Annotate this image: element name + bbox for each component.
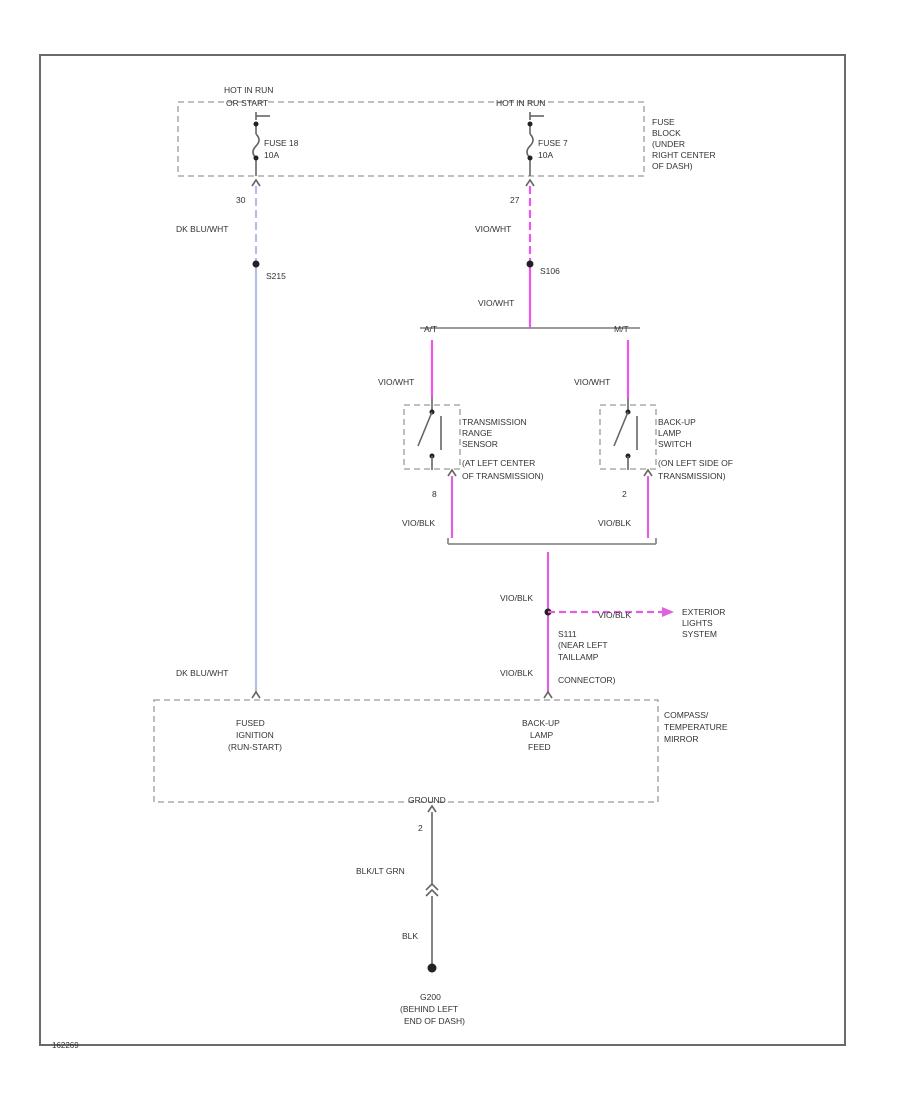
module-input-left-line: FUSED	[236, 718, 265, 728]
fuse-7-connector	[525, 178, 535, 187]
sensor-label-line: RANGE	[462, 428, 493, 438]
transmission-range-sensor-label: TRANSMISSION RANGE SENSOR (AT LEFT CENTE…	[462, 417, 544, 481]
branch-at-label: A/T	[424, 324, 437, 334]
sensor-pin-label: 8	[432, 489, 437, 499]
fuse-block-location: FUSE BLOCK (UNDER RIGHT CENTER OF DASH)	[652, 117, 716, 171]
diagram-frame	[39, 54, 846, 1046]
ground-point-label: G200 (BEHIND LEFT END OF DASH)	[400, 992, 465, 1026]
module-name-line: TEMPERATURE	[664, 722, 728, 732]
backup-lamp-switch	[599, 398, 657, 470]
lower-wire-top-color: VIO/BLK	[500, 593, 533, 603]
module-name-line: MIRROR	[664, 734, 698, 744]
splice-s106-dot	[526, 260, 534, 268]
splice-s111-label: S111 (NEAR LEFT TAILLAMP CONNECTOR)	[558, 629, 616, 685]
module-right-connector	[543, 690, 553, 699]
splice-s215-label: S215	[266, 271, 286, 281]
module-input-left-label: FUSED IGNITION (RUN-START)	[228, 718, 282, 752]
ground-wire-top-color: BLK/LT GRN	[356, 866, 405, 876]
fuse-18-connector	[251, 178, 261, 187]
module-input-right-line: LAMP	[530, 730, 553, 740]
module-name-label: COMPASS/ TEMPERATURE MIRROR	[664, 710, 728, 744]
fuse-block-location-line: RIGHT CENTER	[652, 150, 716, 160]
switch-label-line: LAMP	[658, 428, 681, 438]
exterior-lights-arrowhead	[662, 607, 674, 617]
sensor-out-wire-color: VIO/BLK	[402, 518, 435, 528]
fuse-block-location-line: FUSE	[652, 117, 675, 127]
backup-lamp-switch-label: BACK-UP LAMP SWITCH (ON LEFT SIDE OF TRA…	[658, 417, 733, 481]
switch-label-line: TRANSMISSION)	[658, 471, 726, 481]
s111-label-line: S111	[558, 629, 577, 639]
s111-label-line: CONNECTOR)	[558, 675, 616, 685]
ground-point-line: END OF DASH)	[404, 1016, 465, 1026]
sensor-pin-connector	[447, 468, 457, 477]
ground-point-line: G200	[420, 992, 441, 1002]
switch-label-line: SWITCH	[658, 439, 692, 449]
exterior-lights-destination: EXTERIOR LIGHTS SYSTEM	[682, 607, 725, 639]
switch-label-line: BACK-UP	[658, 417, 696, 427]
compass-mirror-module	[153, 699, 659, 803]
switch-pin-connector	[643, 468, 653, 477]
fuse-18-symbol	[252, 121, 260, 176]
diagram-id: 162269	[52, 1041, 79, 1050]
fuse-block-outline	[177, 101, 645, 177]
branch-mt-label: M/T	[614, 324, 629, 334]
right-pin-label: 27	[510, 195, 520, 205]
at-wire-color: VIO/WHT	[378, 377, 414, 387]
fuse-block-location-line: (UNDER	[652, 139, 685, 149]
destination-line: LIGHTS	[682, 618, 713, 628]
module-input-left-line: IGNITION	[236, 730, 274, 740]
ground-inline-connector	[425, 882, 439, 897]
fuse-18-rating: 10A	[264, 150, 279, 160]
module-input-right-line: BACK-UP	[522, 718, 560, 728]
left-wire-color-top: DK BLU/WHT	[176, 224, 228, 234]
mt-wire-color: VIO/WHT	[574, 377, 610, 387]
switch-label-line: (ON LEFT SIDE OF	[658, 458, 733, 468]
fuse-block-location-line: OF DASH)	[652, 161, 693, 171]
module-input-left-line: (RUN-START)	[228, 742, 282, 752]
fuse-7-symbol	[526, 121, 534, 176]
ground-pin-label: 2	[418, 823, 423, 833]
module-input-right-line: FEED	[528, 742, 551, 752]
fuse-7-name: FUSE 7	[538, 138, 568, 148]
sensor-label-line: SENSOR	[462, 439, 498, 449]
sensor-label-line: (AT LEFT CENTER	[462, 458, 535, 468]
ground-pin-connector	[427, 804, 437, 813]
right-wire-color-mid: VIO/WHT	[478, 298, 514, 308]
sensor-label-line: TRANSMISSION	[462, 417, 527, 427]
right-power-label: HOT IN RUN	[496, 98, 545, 108]
ground-point-dot	[427, 963, 437, 973]
splice-s215-dot	[252, 260, 260, 268]
sensor-label-line: OF TRANSMISSION)	[462, 471, 544, 481]
left-power-label-1: HOT IN RUN	[224, 85, 273, 95]
module-name-line: COMPASS/	[664, 710, 709, 720]
fuse-block-location-line: BLOCK	[652, 128, 681, 138]
splice-s106-label: S106	[540, 266, 560, 276]
switch-pin-label: 2	[622, 489, 627, 499]
module-left-connector	[251, 690, 261, 699]
destination-line: EXTERIOR	[682, 607, 725, 617]
ground-point-line: (BEHIND LEFT	[400, 1004, 458, 1014]
module-input-right-label: BACK-UP LAMP FEED	[522, 718, 560, 752]
s111-label-line: (NEAR LEFT	[558, 640, 608, 650]
module-ground-label: GROUND	[408, 795, 446, 805]
transmission-range-sensor-switch	[403, 398, 461, 470]
lower-wire-bottom-color: VIO/BLK	[500, 668, 533, 678]
ground-wire-bottom-color: BLK	[402, 931, 418, 941]
s111-label-line: TAILLAMP	[558, 652, 599, 662]
fuse-7-rating: 10A	[538, 150, 553, 160]
fuse-18-name: FUSE 18	[264, 138, 299, 148]
left-wire-color-bottom: DK BLU/WHT	[176, 668, 228, 678]
right-wire-color-top: VIO/WHT	[475, 224, 511, 234]
destination-line: SYSTEM	[682, 629, 717, 639]
switch-out-wire-color: VIO/BLK	[598, 518, 631, 528]
exterior-lights-wire-color: VIO/BLK	[598, 610, 631, 620]
left-power-label-2: OR START	[226, 98, 268, 108]
left-pin-label: 30	[236, 195, 246, 205]
